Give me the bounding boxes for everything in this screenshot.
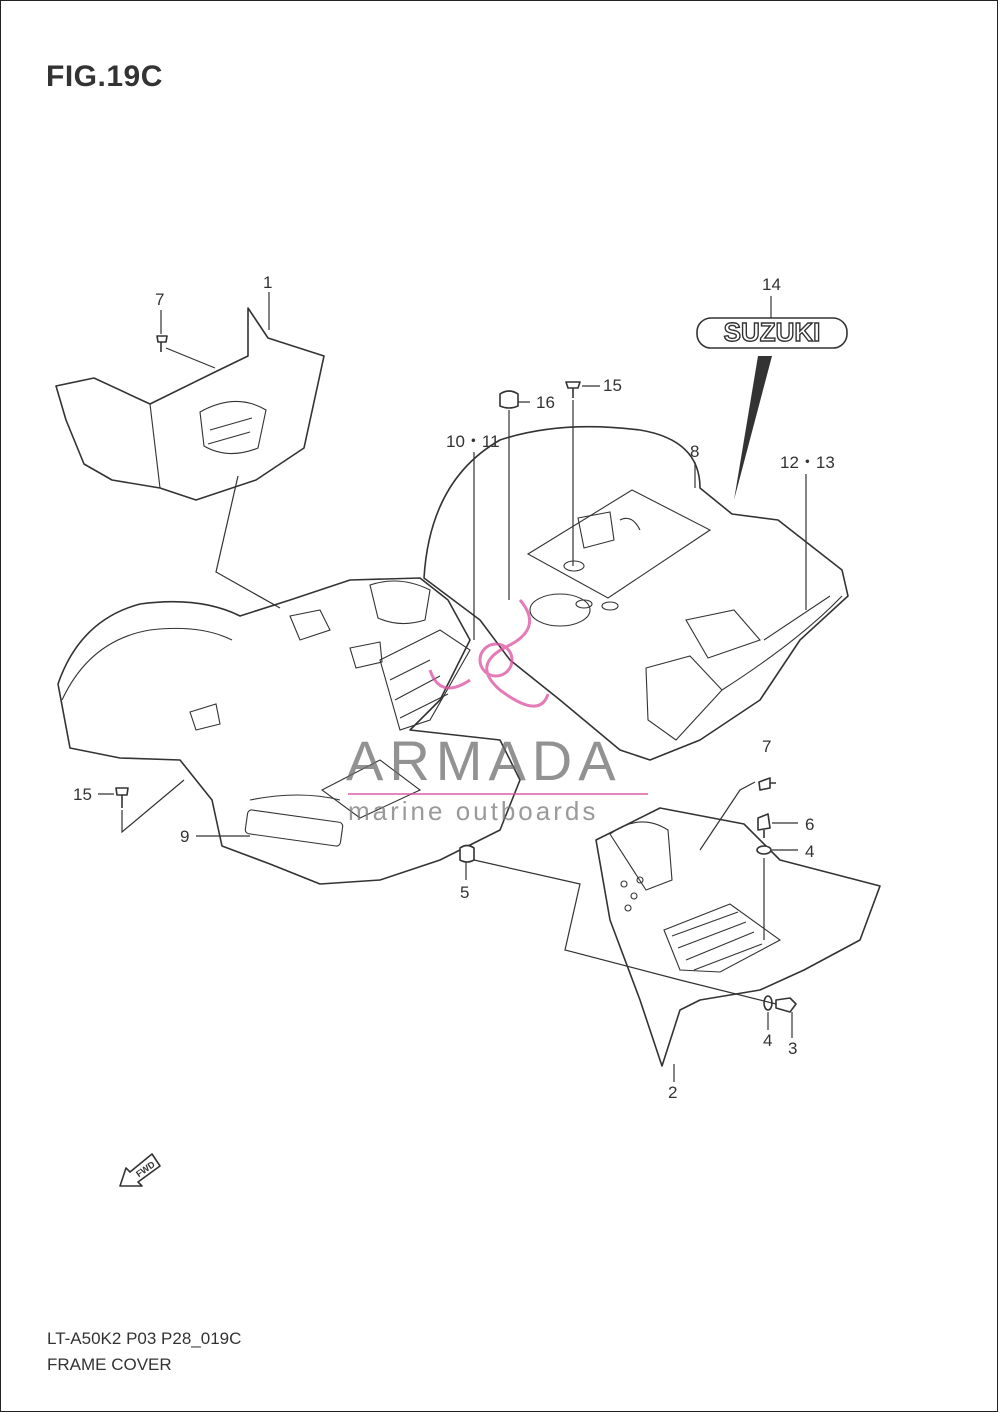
part-9-fender-assembly — [57, 577, 521, 885]
part-2-footrest — [595, 807, 881, 1067]
screw-7-top — [156, 335, 168, 352]
screw-7-right — [758, 777, 776, 791]
watermark-logo-mark — [428, 599, 550, 708]
part-14-emblem: SUZUKI — [696, 316, 848, 500]
callout-2: 2 — [668, 1083, 677, 1102]
callout-4-top: 4 — [805, 842, 814, 861]
callout-9: 9 — [180, 827, 189, 846]
callout-3: 3 — [788, 1039, 797, 1058]
callout-8: 8 — [690, 442, 699, 461]
figure-caption: FRAME COVER — [47, 1355, 172, 1374]
nut-5 — [459, 844, 475, 863]
callout-1: 1 — [263, 273, 272, 292]
drawing-code: LT-A50K2 P03 P28_019C — [47, 1329, 242, 1348]
hardware — [115, 335, 797, 1013]
callout-6: 6 — [805, 815, 814, 834]
callouts: 1 2 3 4 4 5 6 7 7 8 9 10・11 12・13 14 15 … — [73, 273, 835, 1102]
callout-16: 16 — [536, 393, 555, 412]
screw-15-top — [565, 381, 581, 398]
callout-4-bottom: 4 — [763, 1031, 772, 1050]
callout-7-top: 7 — [155, 290, 164, 309]
callout-14: 14 — [762, 275, 781, 294]
callout-5: 5 — [460, 883, 469, 902]
callout-12-13: 12・13 — [780, 453, 835, 472]
emblem-text: SUZUKI — [724, 317, 821, 347]
callout-15-left: 15 — [73, 785, 92, 804]
fwd-arrow-icon: FWD — [119, 1153, 161, 1187]
callout-7-right: 7 — [762, 737, 771, 756]
figure-title: FIG.19C — [46, 60, 163, 93]
watermark-tagline: marine outboards — [348, 796, 599, 826]
watermark-divider — [348, 793, 648, 795]
part-1-front-cover — [55, 307, 325, 501]
part-8-rear-fender — [423, 425, 849, 761]
screw-15-left — [115, 787, 129, 808]
bolt-3 — [775, 997, 797, 1013]
callout-10-11: 10・11 — [446, 432, 500, 451]
grommet-16 — [499, 390, 519, 409]
watermark-brand: ARMADA — [346, 729, 622, 792]
callout-15-top: 15 — [603, 376, 622, 395]
bolt-6 — [757, 813, 771, 838]
leader-lines — [98, 292, 807, 1082]
washer-4-top — [756, 845, 772, 855]
